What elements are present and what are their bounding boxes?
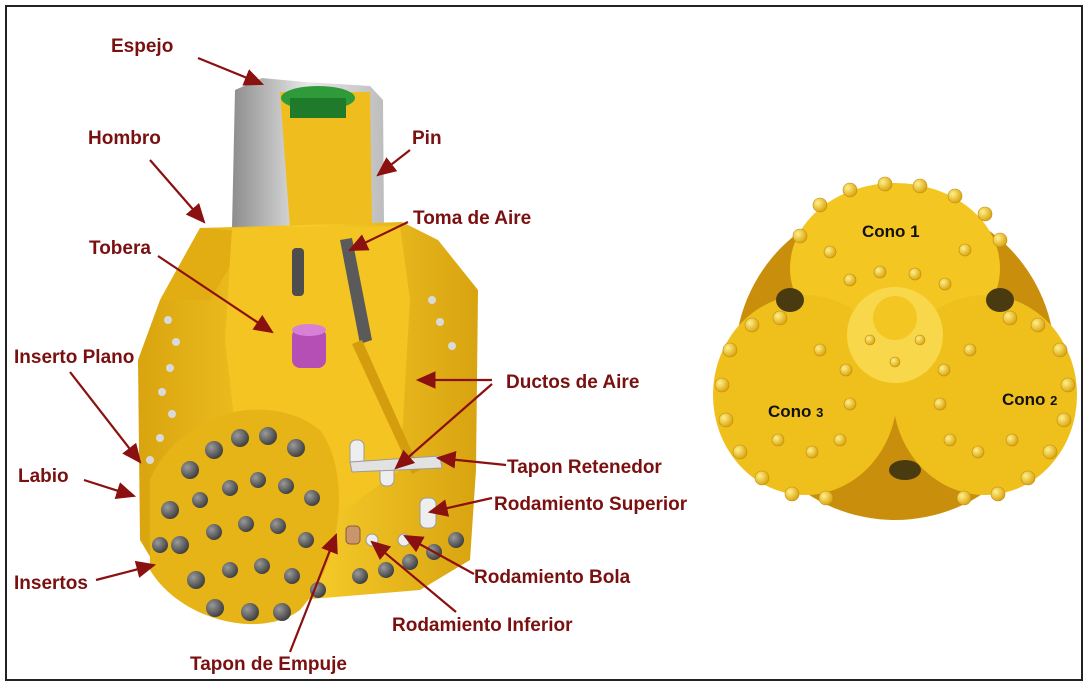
label-cono-1: Cono 1 <box>862 222 920 242</box>
label-cono-2-text: Cono <box>1002 390 1045 409</box>
cutaway-bit <box>138 78 478 624</box>
label-tapon-de-empuje: Tapon de Empuje <box>190 654 347 676</box>
label-cono-3: Cono 3 <box>768 402 823 422</box>
air-intake-slot <box>292 248 304 296</box>
label-cono-2: Cono 2 <box>1002 390 1057 410</box>
bit-center-tip <box>873 296 917 340</box>
label-insertos: Insertos <box>14 573 88 595</box>
label-rodamiento-superior: Rodamiento Superior <box>494 494 687 516</box>
label-inserto-plano: Inserto Plano <box>14 347 134 369</box>
label-tapon-retenedor: Tapon Retenedor <box>507 457 662 479</box>
label-cono-2-num: 2 <box>1050 393 1057 408</box>
label-hombro: Hombro <box>88 128 161 150</box>
label-pin: Pin <box>412 128 442 150</box>
label-espejo: Espejo <box>111 36 173 58</box>
label-cono-3-text: Cono <box>768 402 811 421</box>
label-tobera: Tobera <box>89 238 151 260</box>
label-ductos-de-aire: Ductos de Aire <box>506 372 639 394</box>
label-toma-de-aire: Toma de Aire <box>413 208 531 230</box>
label-rodamiento-inferior: Rodamiento Inferior <box>392 615 573 637</box>
nozzle-top <box>292 324 326 336</box>
label-labio: Labio <box>18 466 69 488</box>
label-cono-3-num: 3 <box>816 405 823 420</box>
label-rodamiento-bola: Rodamiento Bola <box>474 567 630 589</box>
pin-green-bore <box>290 98 346 118</box>
